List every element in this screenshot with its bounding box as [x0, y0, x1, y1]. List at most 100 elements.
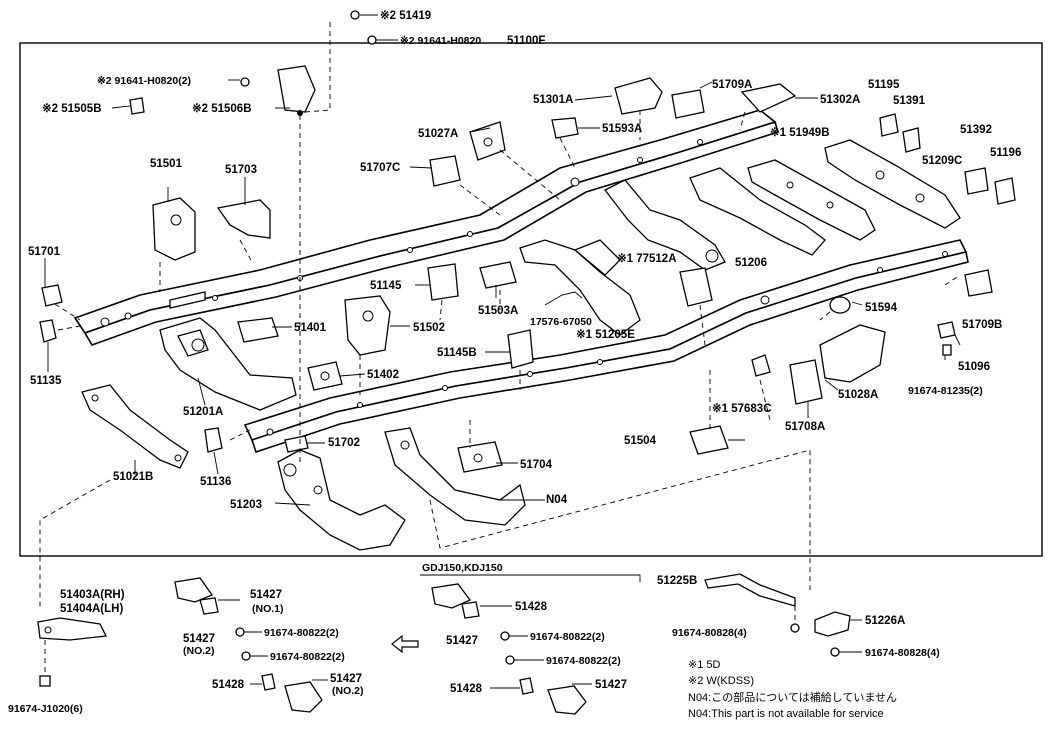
label-51402: 51402 — [367, 369, 399, 381]
label-51196: 51196 — [990, 147, 1021, 159]
part-51391 — [902, 127, 921, 153]
label-51201A: 51201A — [183, 406, 223, 418]
bracket-51427-no1 — [174, 577, 219, 615]
part-77512A — [679, 267, 713, 307]
legend-n04-jp: N04:この部品については補給していません — [688, 690, 897, 704]
bracket-51145B — [507, 329, 534, 369]
main-frame-border — [19, 42, 1043, 557]
label-51709A: 51709A — [712, 79, 752, 91]
frame-rail-upper — [73, 109, 779, 346]
label-51419: ※2 51419 — [380, 9, 431, 22]
label-91674-81235: 91674-81235(2) — [908, 385, 983, 397]
label-91641-top: ※2 91641-H0820 — [400, 35, 481, 47]
label-51704: 51704 — [520, 459, 553, 471]
variant-header: GDJ150,KDJ150 — [422, 562, 503, 574]
bracket-51502 — [344, 295, 391, 356]
label-51209C: 51209C — [922, 155, 962, 167]
label-51504: 51504 — [624, 435, 657, 447]
label-51205E: ※1 51205E — [576, 328, 635, 341]
bracket-51708A — [789, 359, 823, 405]
part-51392 — [964, 167, 989, 195]
label-91674-J1020: 91674-J1020(6) — [8, 703, 83, 715]
label-51428-mid: 51428 — [515, 601, 548, 613]
label-51702: 51702 — [328, 437, 360, 449]
label-51391: 51391 — [893, 95, 926, 107]
bracket-51145 — [427, 263, 459, 301]
label-51195: 51195 — [868, 79, 900, 91]
label-51096: 51096 — [958, 361, 990, 373]
label-51100F: 51100F — [507, 35, 545, 47]
label-51502: 51502 — [413, 322, 445, 334]
label-51028A: 51028A — [838, 389, 878, 401]
label-51301A: 51301A — [533, 94, 573, 106]
label-51427-mid: 51427 — [446, 635, 478, 647]
legend-note-2: ※2 W(KDSS) — [688, 675, 754, 687]
label-91674-80828-a: 91674-80828(4) — [672, 627, 747, 639]
bracket-51506B — [277, 65, 316, 116]
bracket-51302A — [740, 83, 797, 113]
label-51501: 51501 — [150, 158, 183, 170]
bolt-icon-3 — [500, 631, 510, 641]
label-51707C: 51707C — [360, 162, 400, 174]
label-51427-no2b: 51427 — [330, 673, 362, 685]
label-91674-80828-b: 91674-80828(4) — [865, 647, 940, 659]
bracket-51301A — [614, 77, 663, 115]
bracket-51501 — [152, 197, 196, 261]
label-51593A: 51593A — [602, 123, 642, 135]
label-57683C: ※1 57683C — [712, 402, 772, 415]
label-51949B: ※1 51949B — [770, 126, 830, 139]
label-91641-left: ※2 91641-H0820(2) — [97, 75, 191, 87]
part-51021B — [81, 384, 189, 469]
bolt-icon — [235, 627, 245, 637]
bracket-51401 — [237, 317, 279, 343]
label-51703: 51703 — [225, 164, 257, 176]
label-51427-no1-sub: (NO.1) — [252, 603, 284, 615]
bolt-91674-J1020 — [39, 675, 51, 687]
label-51135: 51135 — [30, 375, 62, 387]
label-51427-mid2: 51427 — [595, 679, 627, 691]
legend-note-1: ※1 5D — [688, 659, 721, 671]
bolt-91641-left — [240, 77, 250, 87]
bracket-51701 — [41, 284, 63, 307]
label-51225B: 51225B — [657, 575, 697, 587]
label-51226A: 51226A — [865, 615, 905, 627]
bracket-51709B — [964, 269, 993, 297]
label-51145: 51145 — [370, 280, 402, 292]
label-51302A: 51302A — [820, 94, 860, 106]
bracket-51428-mid — [431, 583, 480, 619]
bracket-51028A — [819, 324, 886, 383]
bracket-51504 — [689, 425, 729, 455]
label-91674-80822-c: 91674-80822(2) — [530, 631, 605, 643]
cross-member-51209C — [824, 139, 961, 229]
label-17576-67050: 17576-67050 — [530, 316, 592, 328]
bracket-51402 — [307, 361, 343, 391]
label-91674-80822-b: 91674-80822(2) — [270, 651, 345, 663]
arrow-left-icon — [391, 634, 419, 654]
label-51505B: ※2 51505B — [42, 102, 102, 115]
label-51427-no2-sub: (NO.2) — [183, 645, 215, 657]
label-51506B: ※2 51506B — [192, 102, 252, 115]
cross-member-n04 — [384, 427, 526, 526]
part-51096 — [937, 321, 956, 356]
label-51203: 51203 — [230, 499, 262, 511]
label-51708A: 51708A — [785, 421, 825, 433]
bolt-51419 — [350, 10, 377, 45]
part-51593A — [551, 117, 579, 139]
bracket-51703 — [216, 199, 271, 239]
part-51196 — [994, 177, 1016, 205]
label-51428-mid2: 51428 — [450, 683, 483, 695]
bolt-icon-4 — [505, 655, 515, 665]
bolt-icon-2 — [241, 651, 251, 661]
cross-member-51206 — [604, 167, 826, 271]
part-51135 — [39, 319, 57, 343]
label-91674-80822-a: 91674-80822(2) — [264, 627, 339, 639]
label-51403A: 51403A(RH) — [60, 589, 125, 601]
cross-member-51203 — [277, 449, 406, 551]
cross-member-51201A — [159, 317, 297, 411]
label-51027A: 51027A — [418, 128, 458, 140]
label-51136: 51136 — [200, 476, 231, 488]
label-51503A: 51503A — [478, 305, 518, 317]
label-51145B: 51145B — [437, 347, 477, 359]
part-57683C — [751, 354, 771, 377]
